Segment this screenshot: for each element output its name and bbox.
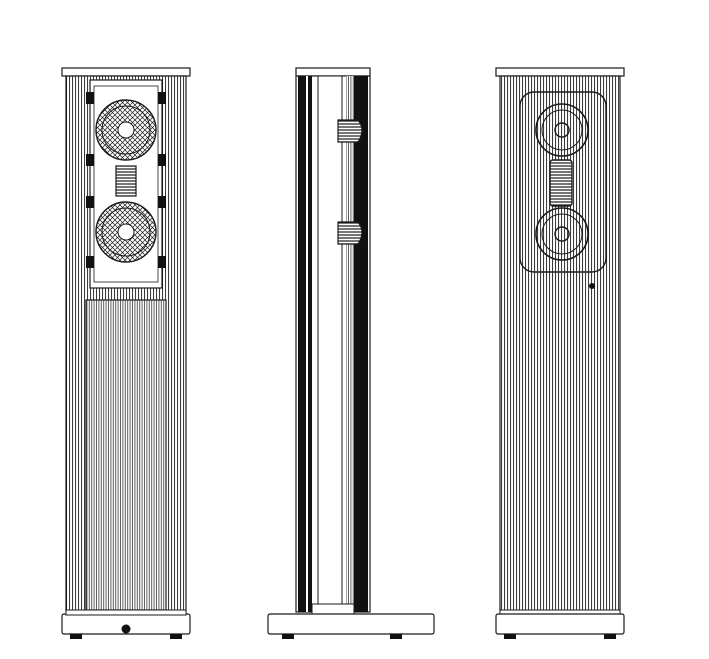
foot bbox=[604, 634, 616, 639]
foot bbox=[282, 634, 294, 639]
baffle-outline bbox=[519, 91, 607, 273]
upper-woofer bbox=[95, 99, 157, 161]
front-view-grille-on bbox=[495, 67, 625, 639]
speaker-cone-icon bbox=[117, 121, 135, 139]
foot bbox=[504, 634, 516, 639]
top-cap bbox=[61, 67, 191, 77]
foot bbox=[390, 634, 402, 639]
lower-woofer-profile bbox=[337, 221, 363, 245]
tweeter-icon bbox=[549, 159, 573, 207]
top-cap bbox=[295, 67, 371, 77]
upper-woofer-profile bbox=[337, 119, 363, 143]
foot bbox=[70, 634, 82, 639]
foot bbox=[170, 634, 182, 639]
logo-badge-icon bbox=[121, 624, 131, 634]
side-view bbox=[267, 67, 435, 639]
port-panel bbox=[85, 299, 167, 611]
lower-woofer bbox=[95, 201, 157, 263]
side-panel bbox=[317, 75, 343, 613]
top-cap bbox=[495, 67, 625, 77]
plinth bbox=[267, 613, 435, 635]
plinth bbox=[495, 613, 625, 635]
upper-woofer-outline bbox=[535, 103, 589, 157]
lower-woofer-outline bbox=[535, 207, 589, 261]
front-view-grille-removed bbox=[61, 67, 191, 639]
tweeter-icon bbox=[115, 165, 137, 197]
logo-badge-icon bbox=[589, 283, 595, 289]
mounting-brackets bbox=[86, 92, 166, 268]
